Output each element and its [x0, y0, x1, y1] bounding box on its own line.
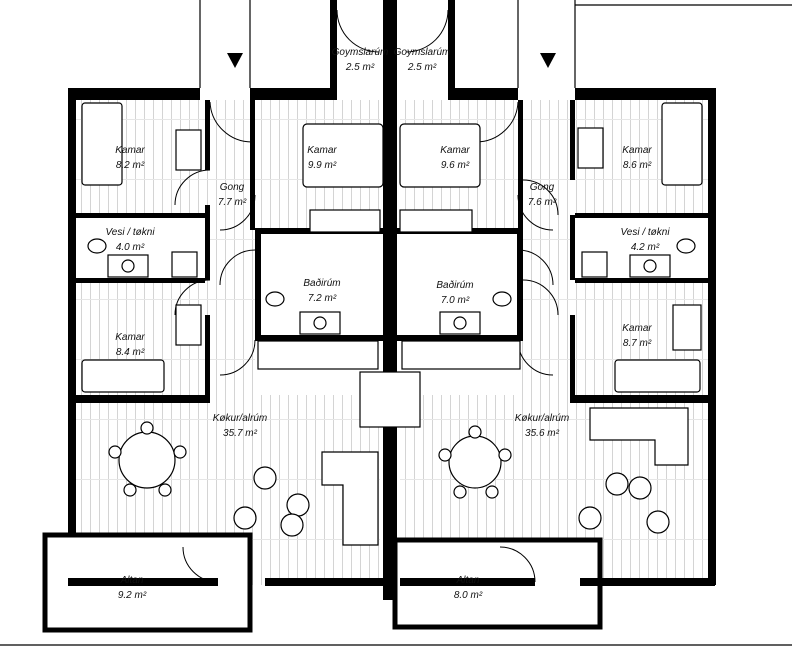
room-area: 4.0 m² [116, 242, 145, 253]
room-area: 9.6 m² [441, 160, 470, 171]
room-area: 8.6 m² [623, 160, 652, 171]
room-name: Vesi / tøkni [105, 227, 155, 238]
room-name: Baðirúm [303, 278, 340, 289]
washer [581, 251, 608, 278]
desk [672, 304, 702, 351]
toilet [265, 291, 285, 307]
walls [68, 0, 716, 600]
room-name: Goymslarúm [394, 47, 451, 58]
kitchen-island [359, 371, 421, 428]
washbasin [107, 254, 149, 278]
washbasin [629, 254, 671, 278]
room-name: Kamar [622, 145, 652, 156]
armchair [253, 466, 277, 490]
room-area: 9.2 m² [118, 590, 147, 601]
room-name: Køkur/alrúm [213, 413, 267, 424]
room-area: 35.6 m² [525, 428, 560, 439]
sofa [589, 407, 689, 466]
armchair [578, 506, 602, 530]
washer [171, 251, 198, 278]
desk [175, 304, 202, 346]
room-name: Køkur/alrúm [515, 413, 569, 424]
room-area: 7.6 m² [528, 197, 557, 208]
room-area: 7.7 m² [218, 197, 247, 208]
left-unit-labels: Kamar 8.2 m² Gong 7.7 m² Kamar 9.9 m² Ve… [105, 47, 388, 601]
toilet [676, 238, 696, 254]
room-area: 8.7 m² [623, 338, 652, 349]
wardrobe [309, 209, 381, 233]
room-name: Vesi / tøkni [620, 227, 670, 238]
kitchen-counter [257, 340, 379, 370]
sofa [321, 451, 379, 546]
room-name: Baðirúm [436, 280, 473, 291]
room-area: 2.5 m² [407, 62, 437, 73]
toilet [492, 291, 512, 307]
room-area: 35.7 m² [223, 428, 258, 439]
bed [614, 359, 701, 393]
armchair [646, 510, 670, 534]
room-area: 4.2 m² [631, 242, 660, 253]
room-name: Gong [220, 182, 245, 193]
armchair [233, 506, 257, 530]
entrance-arrow-icon [227, 53, 243, 68]
kitchen-counter [401, 340, 521, 370]
bed [81, 359, 165, 393]
room-name: Altan [456, 575, 480, 586]
room-area: 8.0 m² [454, 590, 483, 601]
dining-table [448, 435, 502, 489]
armchair [605, 472, 629, 496]
double-bed [399, 123, 481, 188]
room-name: Kamar [307, 145, 337, 156]
doors [174, 9, 559, 583]
room-name: Kamar [622, 323, 652, 334]
room-area: 2.5 m² [345, 62, 375, 73]
bed [81, 102, 123, 186]
bed [661, 102, 703, 186]
entrance-arrow-icon [540, 53, 556, 68]
desk [577, 127, 604, 169]
room-area: 8.2 m² [116, 160, 145, 171]
washbasin [439, 311, 481, 335]
right-unit-labels: Kamar 9.6 m² Gong 7.6 m² Kamar 8.6 m² Ve… [394, 47, 671, 601]
room-area: 7.2 m² [308, 293, 337, 304]
room-name: Goymslarúm [332, 47, 389, 58]
desk [175, 129, 202, 171]
room-area: 7.0 m² [441, 295, 470, 306]
coffee-table [280, 513, 304, 537]
room-name: Kamar [440, 145, 470, 156]
room-area: 9.9 m² [308, 160, 337, 171]
wardrobe [399, 209, 473, 233]
double-bed [302, 123, 384, 188]
toilet [87, 238, 107, 254]
coffee-table [286, 493, 310, 517]
room-name: Altan [120, 575, 144, 586]
dining-table [118, 431, 176, 489]
furniture [81, 102, 703, 546]
washbasin [299, 311, 341, 335]
room-name: Gong [530, 182, 555, 193]
room-name: Kamar [115, 332, 145, 343]
coffee-table [628, 476, 652, 500]
room-name: Kamar [115, 145, 145, 156]
room-area: 8.4 m² [116, 347, 145, 358]
